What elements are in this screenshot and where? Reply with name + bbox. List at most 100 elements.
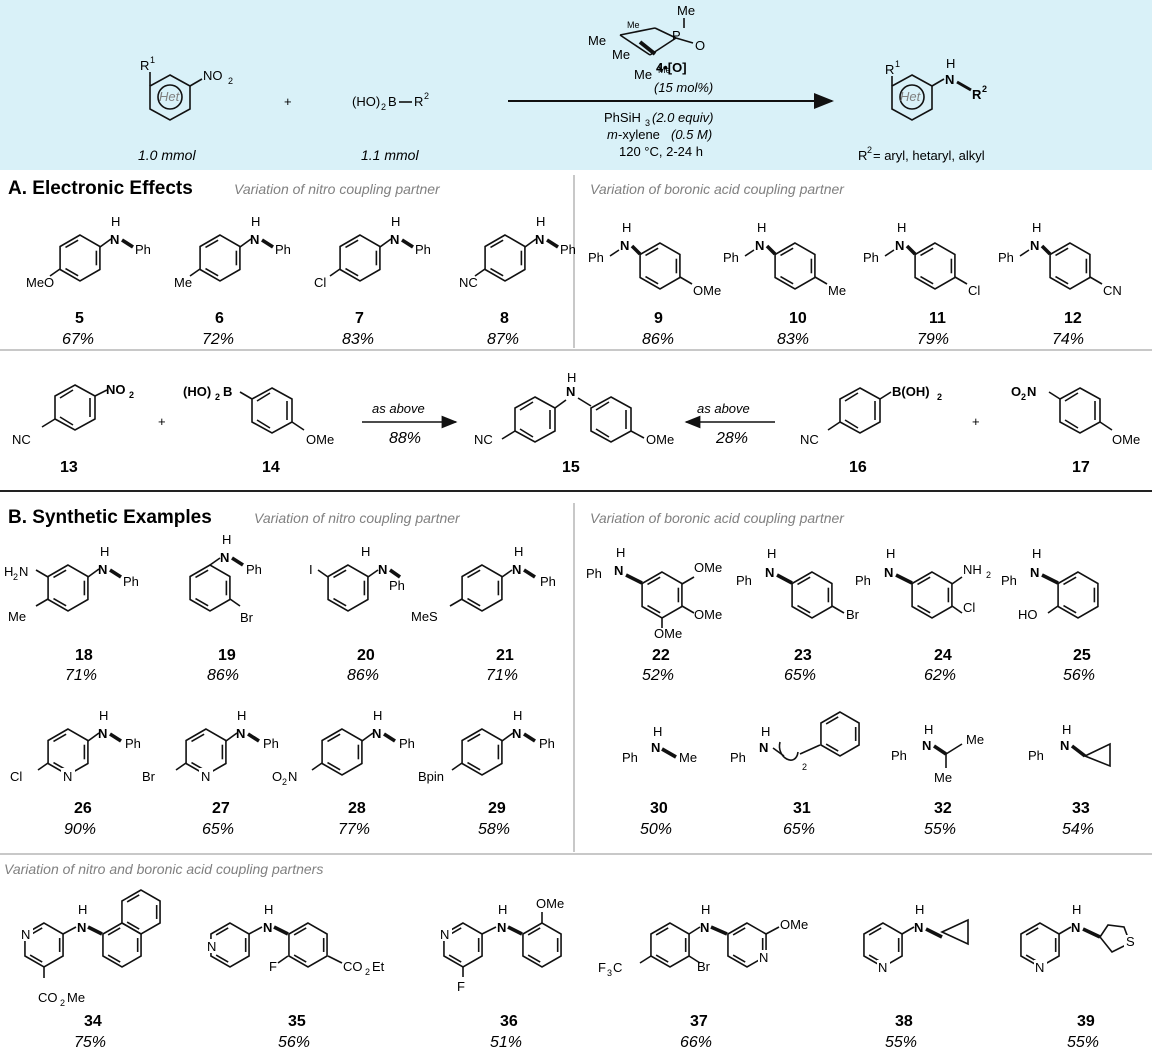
substituent-label: CN	[1103, 283, 1122, 298]
nh-group: N	[77, 920, 86, 935]
ester-end: Et	[372, 959, 385, 974]
ester-sub: 2	[60, 998, 65, 1008]
ester-end: Me	[67, 990, 85, 1005]
nh-hydrogen: H	[915, 902, 924, 917]
double-bond	[655, 927, 669, 936]
ring-outline	[288, 922, 328, 968]
benzene-ring	[199, 234, 241, 282]
plus-sign: +	[158, 414, 166, 429]
compound-yield: 77%	[338, 821, 370, 838]
scope-r2: R	[858, 148, 867, 163]
wedge-bond	[388, 568, 402, 579]
bond	[799, 744, 821, 755]
double-bond	[467, 761, 481, 771]
nh-group: N	[98, 562, 107, 577]
compound-number: 10	[789, 310, 807, 327]
section-b-boronic-variation: Variation of boronic acid coupling partn…	[590, 510, 845, 526]
nitro-reagent: R 1 Het NO 2 1.0 mmol	[138, 55, 233, 163]
double-bond	[333, 597, 347, 607]
nh-hydrogen: H	[1032, 546, 1041, 561]
benzene-ring	[522, 922, 562, 968]
bond	[501, 569, 513, 578]
nh-group: N	[372, 726, 381, 741]
solvent-label: -xylene	[618, 127, 660, 142]
amino-n: N	[19, 564, 28, 579]
double-bond	[126, 894, 140, 903]
compound-number: 36	[500, 1013, 518, 1030]
wedge-bond	[1082, 927, 1101, 939]
phenyl-label: Ph	[855, 573, 871, 588]
benzene-ring	[774, 242, 816, 290]
substituent-bond	[189, 268, 201, 277]
bond	[831, 605, 845, 614]
double-bond	[527, 954, 541, 963]
wedge-bond	[109, 732, 122, 743]
double-bond	[215, 927, 229, 936]
compound-number: 14	[262, 459, 280, 476]
reductant-sub: 3	[645, 118, 650, 128]
bond	[765, 926, 780, 935]
benzene-ring	[1057, 571, 1099, 619]
benzene-ring	[461, 564, 503, 612]
catalyst-me: Me	[612, 47, 630, 62]
double-bond	[195, 597, 209, 607]
double-bond	[65, 267, 79, 277]
compound-13: NO 2 NC 13	[12, 382, 134, 476]
compound-number: 24	[934, 647, 952, 664]
methyl-label: Me	[679, 750, 697, 765]
benzene-ring	[321, 728, 363, 776]
nh-hydrogen: H	[761, 724, 770, 739]
double-bond	[1055, 275, 1069, 285]
ester-label: CO	[38, 990, 58, 1005]
bromo-label: Br	[697, 959, 711, 974]
nh-hydrogen: H	[498, 902, 507, 917]
bond	[35, 598, 49, 607]
benzene-ring	[121, 889, 161, 935]
phenyl-label: Ph	[246, 562, 262, 577]
compound-yield: 71%	[65, 667, 97, 684]
ring-outline	[522, 922, 562, 968]
double-bond	[345, 267, 359, 277]
bond	[209, 557, 221, 566]
wedge-bond	[523, 732, 536, 743]
double-bond	[205, 239, 219, 249]
nh-group: N	[755, 238, 764, 253]
phenyl-label: Ph	[730, 750, 746, 765]
compound-number: 13	[60, 459, 78, 476]
nh-group: N	[1030, 238, 1039, 253]
nh-hydrogen: H	[237, 708, 246, 723]
nh-group: N	[895, 238, 904, 253]
substituent-bond	[49, 268, 61, 277]
bond	[681, 576, 695, 585]
amino-label: NH	[963, 562, 982, 577]
ring-outline	[914, 242, 956, 290]
phenyl-label: Ph	[998, 250, 1014, 265]
compound-number: 31	[793, 800, 811, 817]
wedge-bond	[87, 925, 103, 936]
benzene-ring	[484, 234, 526, 282]
phenyl-label: Ph	[539, 736, 555, 751]
bond	[248, 926, 263, 935]
benzene-ring	[288, 922, 328, 968]
benzene-ring	[47, 564, 89, 612]
catalyst-o: O	[695, 38, 705, 53]
compound-yield: 86%	[347, 667, 379, 684]
nh-hydrogen: H	[1032, 220, 1041, 235]
ring-outline	[1057, 571, 1099, 619]
ring-outline	[820, 711, 860, 757]
nh-group: N	[566, 384, 575, 399]
section-a-title: A. Electronic Effects	[8, 178, 193, 199]
trifluoromethyl-sub: 3	[607, 968, 612, 978]
catalyst-label: 4•[O]	[656, 60, 687, 75]
compound-yield: 56%	[1063, 667, 1095, 684]
